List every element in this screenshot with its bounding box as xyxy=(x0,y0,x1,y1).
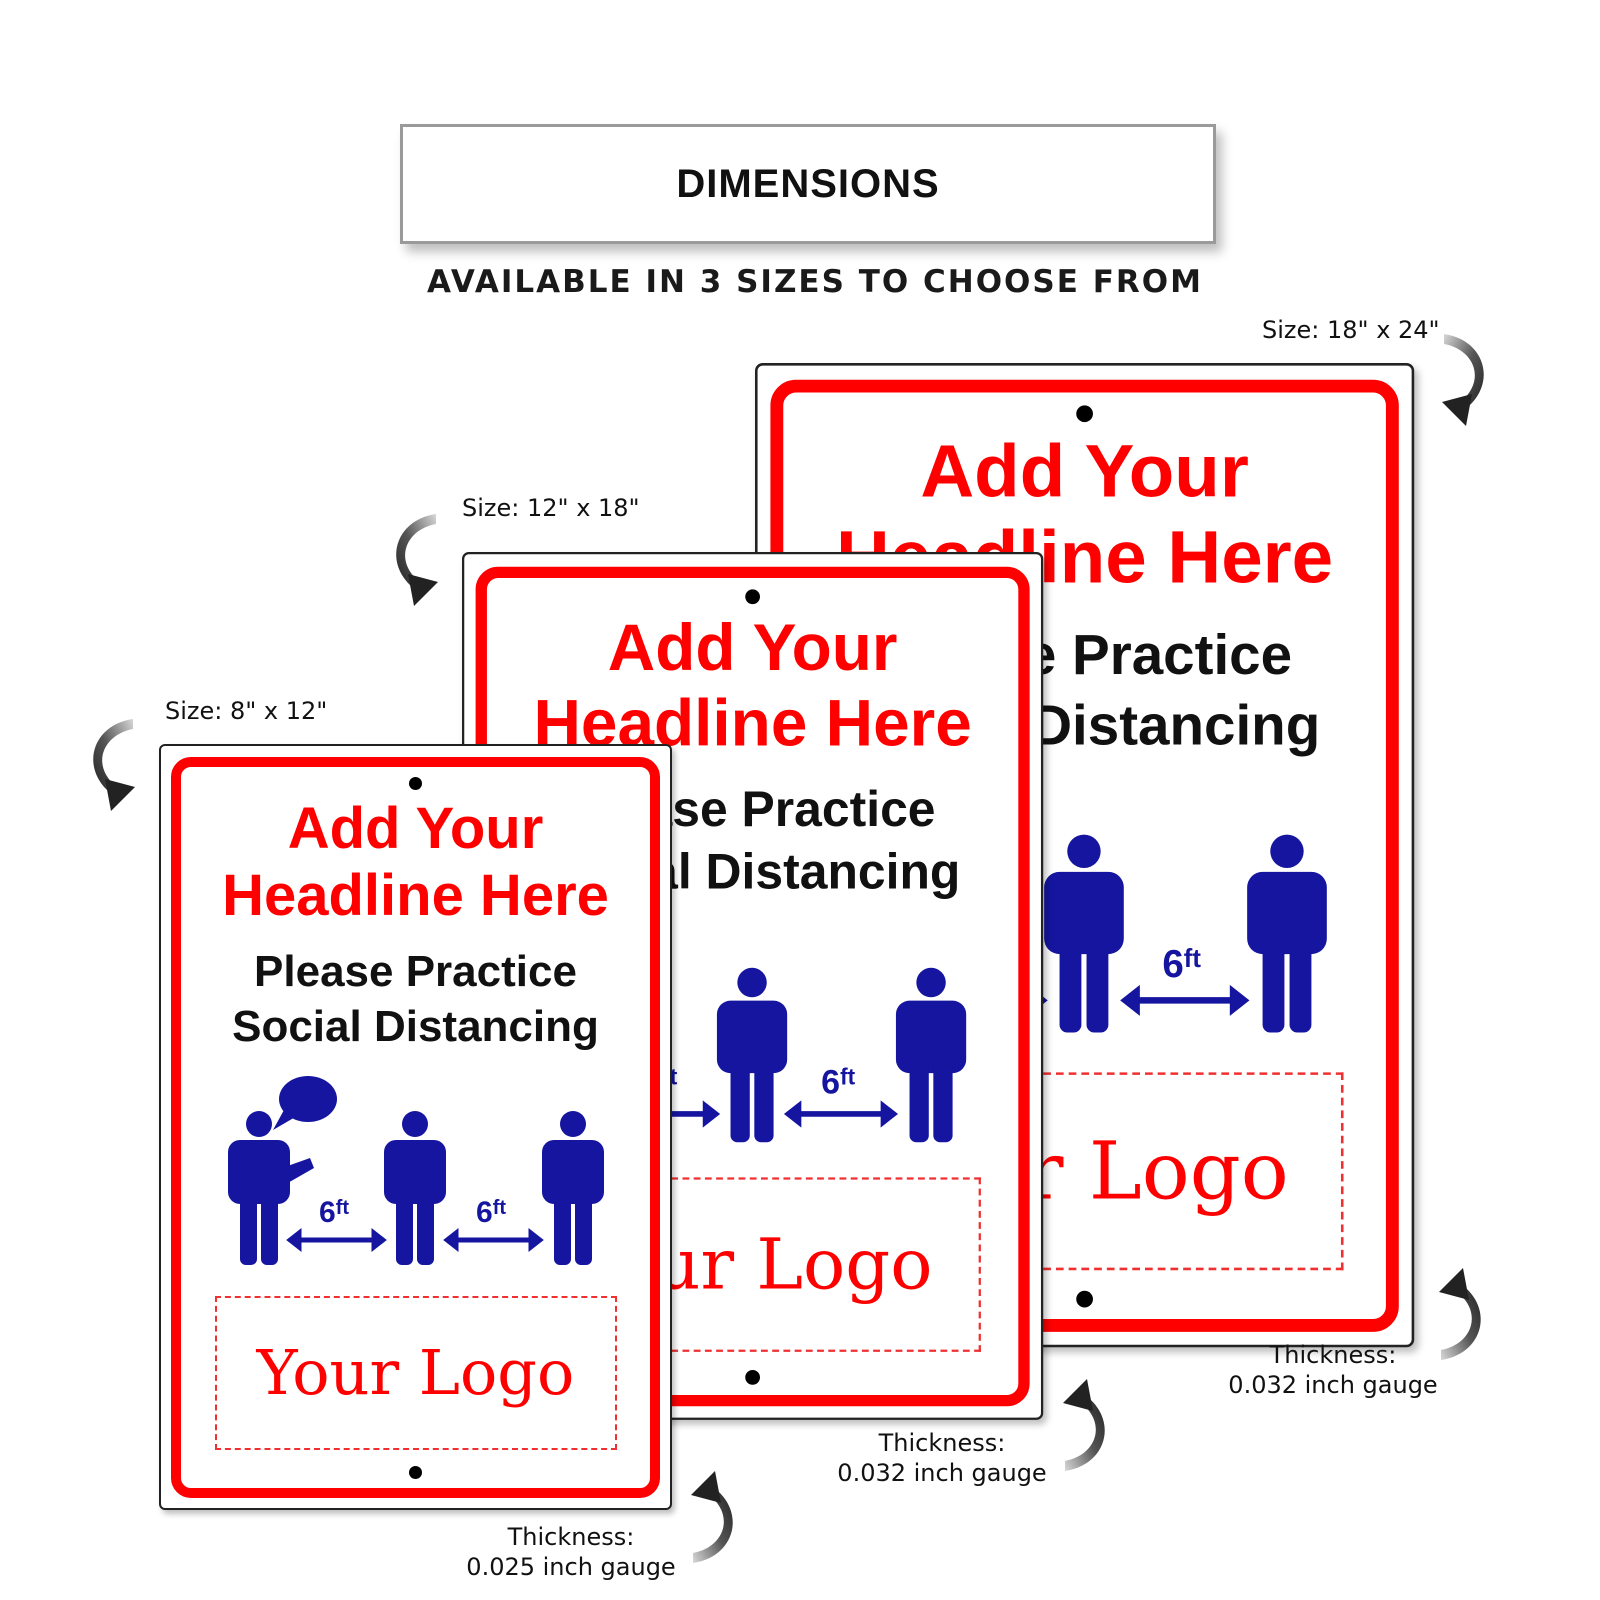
sign-headline-line-1: Add Your xyxy=(287,796,544,861)
distance-label: 6ft xyxy=(821,1064,855,1102)
person-icon xyxy=(228,1111,314,1265)
mount-hole-bottom xyxy=(745,1370,760,1385)
mount-hole-top xyxy=(745,589,760,605)
person-icon xyxy=(895,967,967,1143)
sign-headline-line-1: Add Your xyxy=(920,429,1249,514)
person-icon xyxy=(716,967,788,1143)
thickness-label: Thickness: xyxy=(878,1429,1006,1457)
curved-arrow-icon xyxy=(685,1467,747,1567)
distance-label: 6ft xyxy=(1162,943,1201,986)
sign-plate xyxy=(159,744,672,1510)
person-icon xyxy=(1044,834,1124,1033)
thickness-value: 0.032 inch gauge xyxy=(1228,1371,1438,1399)
thickness-18x24: Thickness: 0.032 inch gauge xyxy=(1183,1340,1483,1400)
mount-hole-bottom xyxy=(1076,1290,1093,1308)
double-arrow-icon xyxy=(1120,984,1250,1016)
dimensions-title-box: DIMENSIONS xyxy=(400,124,1216,244)
mount-hole-top xyxy=(409,777,422,790)
person-icon xyxy=(384,1111,446,1265)
thickness-8x12: Thickness: 0.025 inch gauge xyxy=(421,1522,721,1582)
thickness-value: 0.032 inch gauge xyxy=(837,1459,1047,1487)
curved-arrow-icon xyxy=(1433,1264,1495,1364)
size-label-12x18: Size: 12" x 18" xyxy=(462,494,640,522)
logo-placeholder-text: Your Logo xyxy=(256,1336,575,1409)
thickness-label: Thickness: xyxy=(1269,1341,1397,1369)
sign-headline-line-2: Headline Here xyxy=(222,863,609,928)
double-arrow-icon xyxy=(443,1227,544,1253)
sign-8x12: Add Your Headline Here Please Practice S… xyxy=(159,744,672,1510)
double-arrow-icon xyxy=(783,1100,898,1128)
curved-arrow-icon xyxy=(382,510,444,610)
distance-label: 6ft xyxy=(319,1196,349,1229)
distance-label: 6ft xyxy=(476,1196,506,1229)
curved-arrow-icon xyxy=(1436,330,1498,430)
person-icon xyxy=(542,1111,604,1265)
mount-hole-top xyxy=(1076,405,1093,423)
logo-placeholder-box xyxy=(215,1296,617,1450)
curved-arrow-icon xyxy=(79,715,141,815)
sign-message-line-2: Social Distancing xyxy=(232,1002,599,1051)
sign-red-border xyxy=(171,757,660,1498)
sign-message-line-1: Please Practice xyxy=(254,947,577,996)
double-arrow-icon xyxy=(286,1227,387,1253)
person-icon xyxy=(1247,834,1327,1033)
sizes-subtitle: AVAILABLE IN 3 SIZES TO CHOOSE FROM xyxy=(427,264,1203,300)
thickness-value: 0.025 inch gauge xyxy=(466,1553,676,1581)
social-distancing-figures: 6ft 6ft xyxy=(228,1076,604,1265)
speech-bubble-icon xyxy=(273,1076,337,1130)
sign-headline-line-1: Add Your xyxy=(607,610,898,685)
mount-hole-bottom xyxy=(409,1466,422,1479)
thickness-12x18: Thickness: 0.032 inch gauge xyxy=(792,1428,1092,1488)
thickness-label: Thickness: xyxy=(507,1523,635,1551)
curved-arrow-icon xyxy=(1057,1375,1119,1475)
dimensions-title: DIMENSIONS xyxy=(676,161,940,206)
size-label-18x24: Size: 18" x 24" xyxy=(1262,316,1440,344)
size-label-8x12: Size: 8" x 12" xyxy=(165,697,328,725)
